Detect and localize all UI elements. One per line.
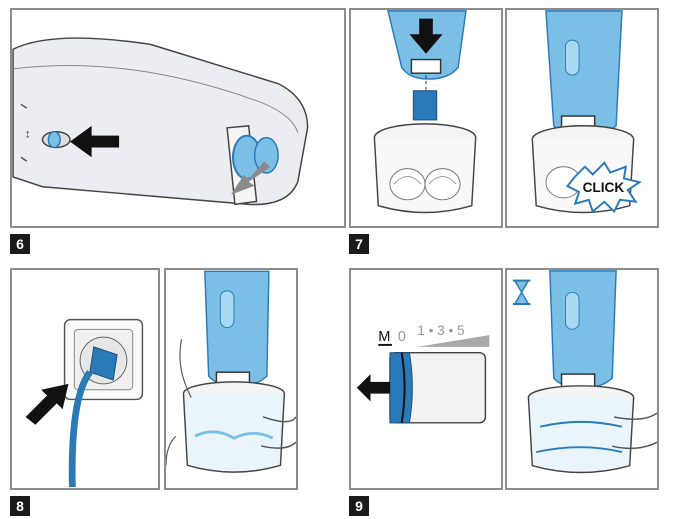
step-7-panel-b: CLICK [505, 8, 659, 228]
dial-scale-label: 1 • 3 • 5 [417, 323, 464, 338]
step-7a-illustration [373, 10, 477, 214]
dial-turn-arrow [356, 374, 390, 402]
hourglass-icon [512, 279, 531, 305]
dial-zero-label: 0 [398, 329, 406, 345]
step-9-panel-a: M 0 1 • 3 • 5 [349, 268, 503, 490]
slide-arrow [231, 161, 271, 195]
plug-in-arrow [25, 383, 69, 425]
step-9-number: 9 [349, 496, 369, 516]
step-8-panel-b [164, 268, 298, 490]
step-7-number: 7 [349, 234, 369, 254]
push-arrow [70, 125, 120, 158]
step-6-number: 6 [10, 234, 30, 254]
power-cord [68, 370, 93, 488]
step-8-panel-a [10, 268, 160, 490]
step-8a-illustration [25, 318, 144, 488]
step-6-illustration: ↕ [12, 37, 309, 206]
dial-m-label: M [378, 329, 390, 345]
step-9a-illustration: M 0 1 • 3 • 5 [356, 323, 490, 424]
step-8b-illustration [166, 270, 296, 473]
step-7-panel-a [349, 8, 503, 228]
step-9-panel-b [505, 268, 659, 490]
step-7b-illustration: CLICK [531, 10, 642, 214]
step-8-number: 8 [10, 496, 30, 516]
click-label: CLICK [583, 180, 625, 195]
click-burst [565, 161, 642, 214]
svg-text:↕: ↕ [25, 128, 31, 141]
step-9b-illustration [512, 270, 657, 474]
step-6-panel: ↕ [10, 8, 346, 228]
